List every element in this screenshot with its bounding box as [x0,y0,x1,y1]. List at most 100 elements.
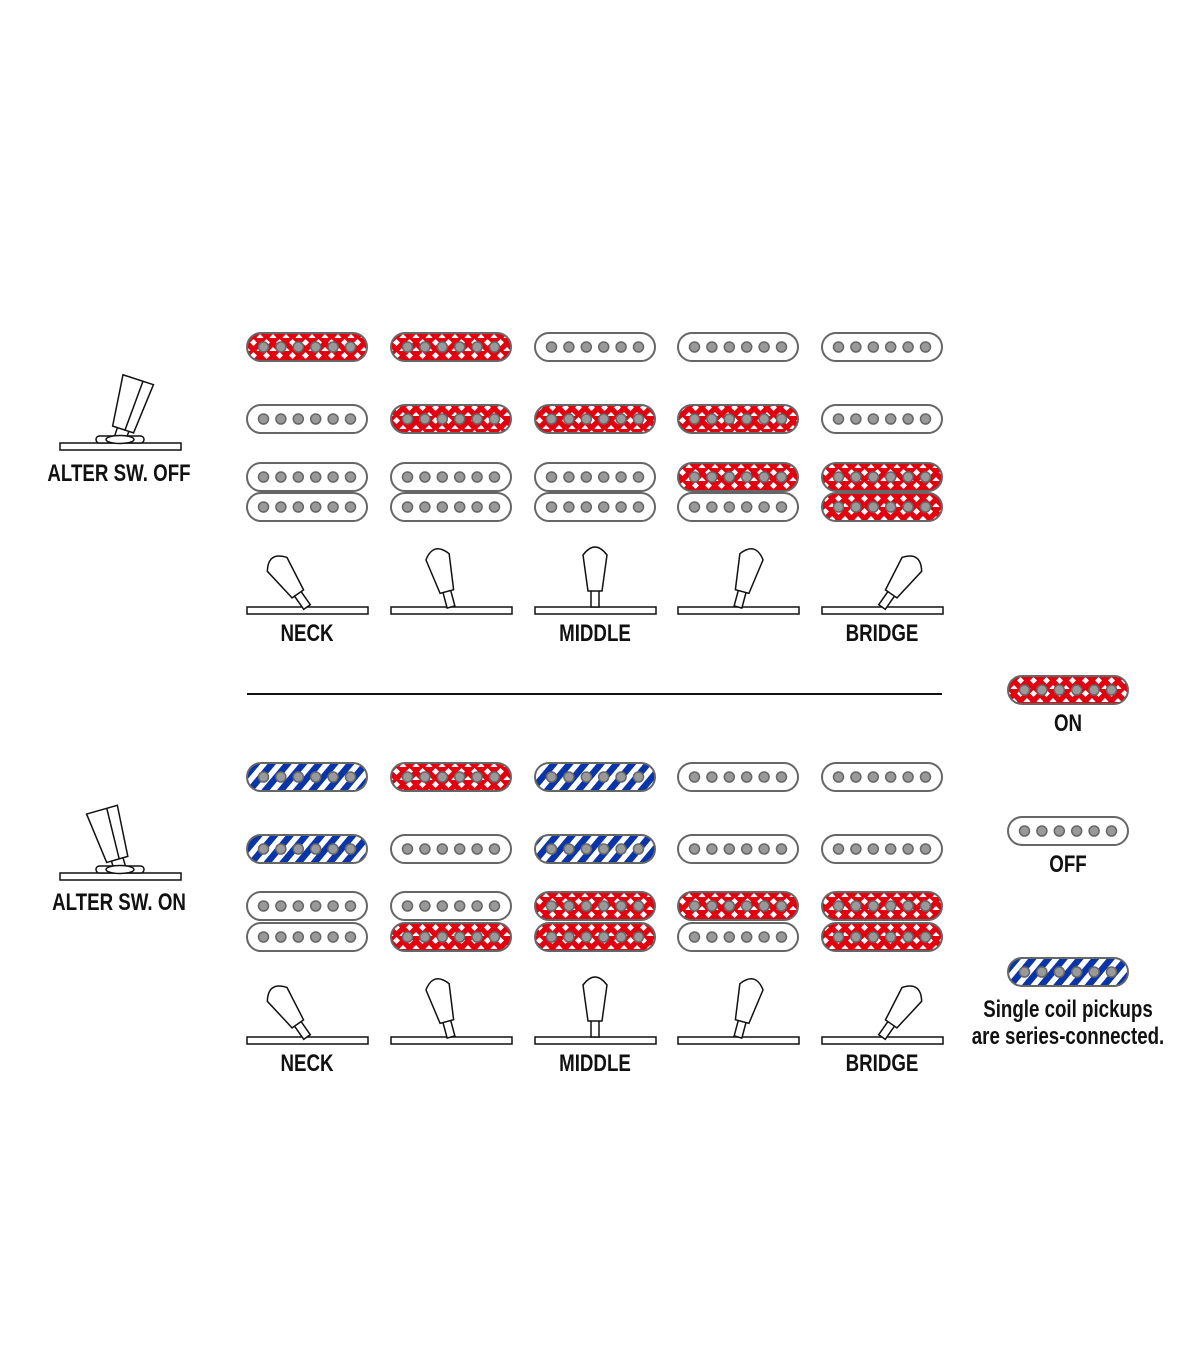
pole-piece [867,900,880,912]
pole-piece [327,471,339,483]
pole-piece [919,771,932,783]
pole-piece [902,341,914,353]
pole-piece [688,471,701,483]
pickup-series [246,834,368,864]
pole-piece [867,771,880,783]
pickup-off [246,462,368,492]
pole-piece [723,900,736,912]
pickup-on [534,891,656,921]
pickup-off [677,332,799,362]
pole-piece [580,413,593,425]
pole-piece [723,771,736,783]
pole-piece [832,501,845,513]
pickup-body [677,762,799,792]
pickup-body [821,891,943,921]
pickup-on [390,922,512,952]
pickup-off [677,922,799,952]
pole-piece [723,501,736,513]
pickup-body [677,891,799,921]
pole-piece [1036,684,1048,696]
pole-piece [309,413,322,425]
pole-piece [419,501,431,513]
pole-piece [597,771,610,783]
pole-piece [775,843,788,855]
pole-piece [563,501,575,513]
pickup-off [534,332,656,362]
pole-piece [471,843,483,855]
pole-piece [545,900,558,912]
pole-piece [688,931,701,943]
pole-piece [1105,825,1118,837]
pole-piece [344,900,357,912]
pole-piece [615,471,627,483]
pole-piece [344,341,357,353]
pole-piece [867,501,880,513]
pole-piece [488,931,501,943]
pole-piece [832,931,845,943]
pole-piece [292,341,305,353]
pole-piece [488,900,501,912]
pickup-body [390,891,512,921]
pole-piece [453,501,466,513]
pole-piece [884,900,897,912]
pole-piece [597,413,610,425]
pole-piece [488,501,501,513]
pole-piece [436,900,449,912]
pole-piece [902,471,914,483]
pole-piece [850,771,862,783]
pole-piece [884,501,897,513]
pole-piece [902,843,914,855]
pickup-off [534,462,656,492]
pole-piece [292,931,305,943]
pole-piece [580,931,593,943]
pickup-on [390,332,512,362]
pickup-body [390,404,512,434]
pole-piece [563,413,575,425]
pole-piece [902,771,914,783]
pole-piece [688,501,701,513]
legend-series-line1: Single coil pickups [983,996,1153,1023]
pickup-on [821,922,943,952]
pole-piece [563,771,575,783]
pole-piece [453,341,466,353]
pole-piece [436,341,449,353]
pole-piece [275,771,287,783]
pole-piece [919,341,932,353]
pole-piece [471,501,483,513]
pole-piece [1053,966,1066,978]
pole-piece [1088,966,1100,978]
pickup-body [821,922,943,952]
pole-piece [758,771,770,783]
pole-piece [632,501,645,513]
pole-piece [401,931,414,943]
pole-piece [706,471,718,483]
pole-piece [563,931,575,943]
pole-piece [327,771,339,783]
pole-piece [832,843,845,855]
pickup-body [677,922,799,952]
pole-piece [758,843,770,855]
pickup-off [821,332,943,362]
pole-piece [419,413,431,425]
pickup-body [246,891,368,921]
selector-switch-icon [677,978,800,1045]
pole-piece [257,843,270,855]
pickup-body [246,462,368,492]
pickup-on [821,462,943,492]
pole-piece [615,771,627,783]
position-label-neck: NECK [280,620,334,647]
pole-piece [832,471,845,483]
pole-piece [1070,966,1083,978]
pickup-on [821,492,943,522]
pole-piece [401,471,414,483]
pole-piece [850,843,862,855]
pickup-off [390,891,512,921]
pickup-body [246,922,368,952]
pole-piece [563,341,575,353]
pole-piece [723,931,736,943]
pole-piece [545,771,558,783]
pole-piece [723,471,736,483]
pole-piece [309,843,322,855]
